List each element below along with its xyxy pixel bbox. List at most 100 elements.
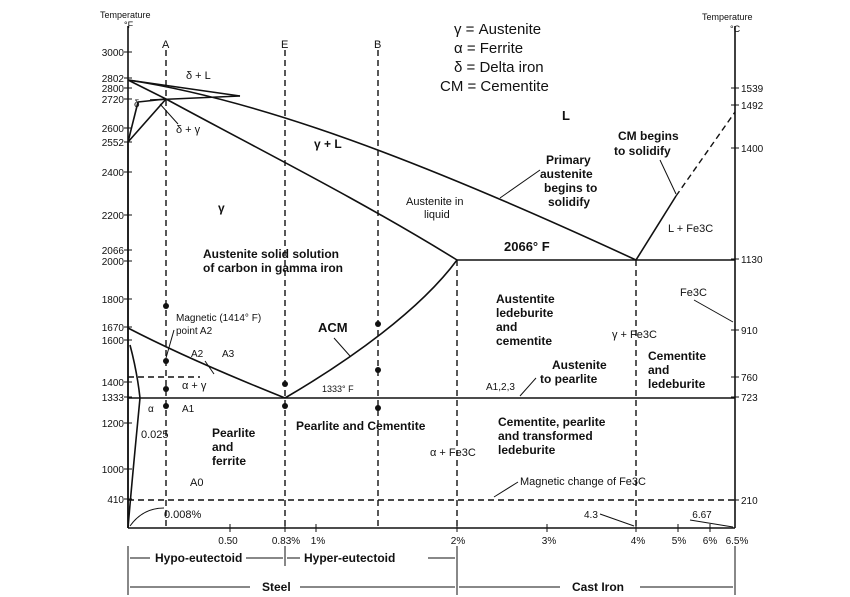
region-gamma-l: γ + L — [314, 137, 342, 151]
left-tick: 1670 — [102, 323, 125, 334]
label-acm: ACM — [318, 320, 348, 335]
aust-led-line: Austentite — [496, 292, 555, 306]
marker-dot — [163, 358, 169, 364]
label-cementite-pearlite: Cementite, pearlite and transformed lede… — [498, 415, 606, 457]
peritectic-top — [149, 95, 241, 101]
label-magnetic-change: Magnetic change of Fe3C — [520, 476, 646, 488]
bottom-tick: 6% — [703, 536, 718, 547]
left-tick: 1200 — [102, 419, 125, 430]
alpha-gamma-left — [129, 344, 141, 399]
region-alpha: α — [148, 404, 154, 415]
region-pearlite-cementite: Pearlite and Cementite — [296, 419, 426, 433]
left-axis-title: Temperature — [100, 10, 151, 20]
pearl-ferr-line: Pearlite — [212, 426, 256, 440]
label-a2: A2 — [191, 349, 204, 360]
cm-liquidus — [635, 195, 677, 261]
region-alpha-fe3c: α + Fe3C — [430, 447, 476, 459]
label-cast-iron: Cast Iron — [572, 580, 624, 594]
left-tick: 1333 — [102, 393, 125, 404]
left-tick: 1400 — [102, 378, 125, 389]
bottom-tick-labels: 0.50 0.83% 1% 2% 3% 4% 5% 6% 6.67 6.5% — [218, 510, 748, 547]
right-tick: 1400 — [741, 144, 764, 155]
left-tick: 2066 — [102, 246, 125, 257]
legend-delta: δ = Delta iron — [454, 59, 544, 76]
marker-dot — [163, 403, 169, 409]
label-austenite-in-liquid-2: liquid — [424, 209, 450, 221]
right-axis-unit: °C — [730, 24, 741, 34]
label-hyper-eutectoid: Hyper-eutectoid — [304, 551, 395, 565]
label-austenite-pearlite: Austenite to pearlite — [540, 358, 607, 386]
region-alpha-gamma: α + γ — [182, 380, 207, 392]
label-a0: A0 — [190, 477, 203, 489]
left-tick: 2200 — [102, 211, 125, 222]
left-tick: 2400 — [102, 168, 125, 179]
primary-line: austenite — [540, 167, 593, 181]
mark-4-3-arrow — [599, 513, 635, 527]
cm-begins-pointer — [659, 159, 677, 195]
aust-pearl-line: Austenite — [552, 358, 607, 372]
bottom-tick: 0.50 — [218, 536, 238, 547]
legend-gamma: γ = Austenite — [454, 21, 541, 38]
right-tick: 1130 — [741, 255, 763, 266]
alpha-solvus — [127, 397, 141, 529]
primary-line: begins to — [544, 181, 597, 195]
mark-4-3: 4.3 — [584, 510, 598, 521]
label-hypo-eutectoid: Hypo-eutectoid — [155, 551, 242, 565]
left-tick: 1000 — [102, 465, 125, 476]
primary-line: solidify — [548, 195, 590, 209]
austenite-ss-line: Austenite solid solution — [203, 247, 339, 261]
primary-line: Primary — [546, 153, 591, 167]
left-tick: 2600 — [102, 124, 125, 135]
cm-liquidus-dashed — [675, 111, 736, 197]
acm-line — [284, 259, 458, 399]
label-cm-begins: CM begins to solidify — [614, 129, 679, 158]
label-austenite-in-liquid: Austenite in — [406, 196, 463, 208]
fe3c-pointer — [693, 299, 734, 323]
right-tick: 910 — [741, 326, 758, 337]
marker-dot — [375, 405, 381, 411]
label-0025: 0.025 — [141, 429, 169, 441]
a2-pointer — [204, 360, 215, 375]
region-l: L — [562, 108, 570, 123]
marker-dot — [282, 403, 288, 409]
left-tick: 410 — [107, 495, 124, 506]
region-fe3c: Fe3C — [680, 287, 707, 299]
delta-boundary — [127, 79, 168, 143]
marker-dot — [375, 321, 381, 327]
pearl-ferr-line: and — [212, 440, 233, 454]
right-axis-title: Temperature — [702, 12, 753, 22]
region-delta: δ — [134, 99, 140, 110]
right-tick: 723 — [741, 393, 758, 404]
magnetic-change-pointer — [493, 481, 519, 498]
marker-dot — [282, 381, 288, 387]
aust-pearl-line: to pearlite — [540, 372, 598, 386]
aust-led-line: and — [496, 320, 517, 334]
delta-gamma-left — [127, 101, 139, 143]
austenite-ss-line: of carbon in gamma iron — [203, 261, 343, 275]
bottom-tick: 4% — [631, 536, 646, 547]
right-tick-labels: 1539 1492 1400 1130 910 760 723 210 — [741, 84, 764, 507]
marker-dot — [375, 367, 381, 373]
bottom-tick: 2% — [451, 536, 466, 547]
label-e: E — [281, 39, 288, 51]
aust-led-line: cementite — [496, 334, 552, 348]
cem-pearl-line: ledeburite — [498, 443, 556, 457]
bottom-tick: 1% — [311, 536, 326, 547]
primary-pointer — [499, 169, 541, 199]
magnetic-pointer — [165, 329, 175, 359]
right-tick: 1539 — [741, 84, 764, 95]
left-tick: 2000 — [102, 257, 125, 268]
label-magnetic: Magnetic (1414° F) — [176, 313, 261, 324]
left-tick: 2802 — [102, 74, 125, 85]
eutectic-temp: 2066° F — [504, 239, 550, 254]
left-axis-unit: °F — [124, 20, 134, 30]
label-austenite-ss: Austenite solid solution of carbon in ga… — [203, 247, 343, 275]
label-b: B — [374, 39, 381, 51]
label-steel: Steel — [262, 580, 291, 594]
cm-begins-line: to solidify — [614, 144, 671, 158]
right-tick: 1492 — [741, 101, 764, 112]
legend: γ = Austenite α = Ferrite δ = Delta iron… — [440, 21, 549, 95]
liquidus-line — [127, 79, 637, 261]
